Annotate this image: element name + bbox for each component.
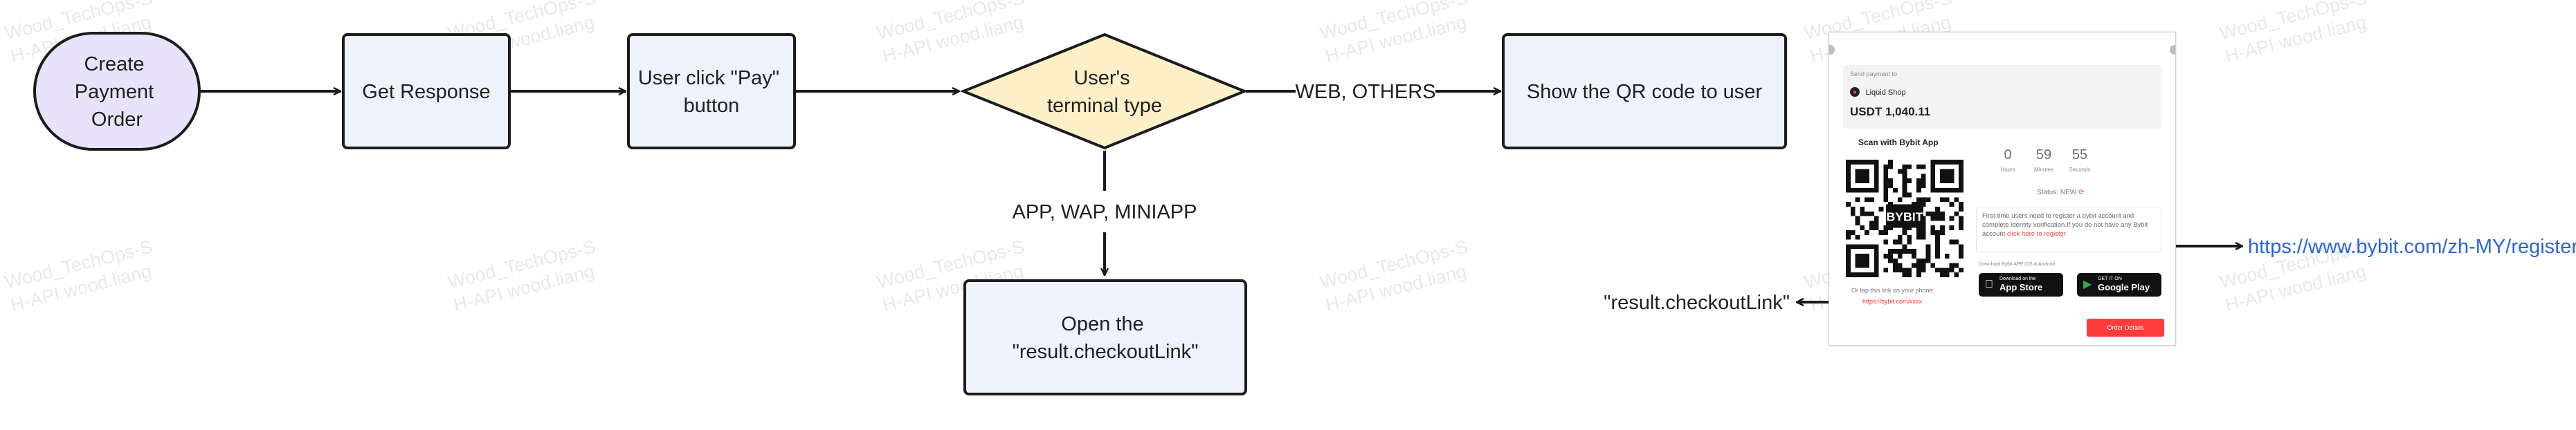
node-get-response (342, 33, 511, 149)
qr-code: BYBIT (1846, 160, 1963, 277)
checkout-page-preview: Send payment to ● Liquid Shop USDT 1,040… (1829, 32, 2176, 346)
payment-amount: USDT 1,040.11 (1850, 105, 1931, 118)
register-info-text: First-time users need to register a bybi… (1982, 212, 2148, 238)
qr-center-logo: BYBIT (1886, 209, 1923, 223)
node-open-line1: Open the (1061, 313, 1143, 335)
apple-icon:  (1985, 279, 1993, 291)
google-play-button[interactable]: ▶ GET IT ON Google Play (2077, 273, 2161, 297)
node-decision-line2: terminal type (1047, 95, 1162, 117)
node-user-click-pay (627, 33, 796, 149)
node-create-payment-order (33, 32, 201, 151)
node-decision-line1: User's (1073, 67, 1130, 89)
corner-dot (2170, 45, 2175, 55)
app-store-text: App Store (1999, 282, 2043, 292)
svg-text:Create Payment Order: Create Payment Order (75, 53, 160, 131)
scan-title: Scan with Bybit App (1858, 138, 1939, 147)
tap-link-text: Or tap this link on your phone: (1851, 287, 1935, 294)
countdown-hours: 0 (2004, 147, 2012, 162)
node-get-response-label: Get Response (362, 81, 490, 103)
annotation-checkout-link: "result.checkoutLink" (1604, 292, 1790, 314)
register-info-link[interactable]: click here to register (2006, 230, 2066, 238)
node-terminal-type-decision (959, 32, 1249, 150)
countdown-minutes-label: Minutes (2033, 167, 2053, 173)
register-link[interactable]: https://www.bybit.com/zh-MY/register (2248, 236, 2576, 258)
download-label: Download Bybit APP iOS & Android (1979, 262, 2055, 267)
node-show-qr-label: Show the QR code to user (1527, 81, 1762, 103)
node-open-checkout-link (963, 279, 1247, 395)
countdown-minutes: 59 (2035, 147, 2052, 162)
shop-logo-icon: ● (1850, 86, 1860, 97)
order-details-button[interactable]: Order Details (2087, 319, 2164, 337)
shop-name: Liquid Shop (1865, 88, 1906, 97)
node-create-line3: Order (91, 109, 143, 131)
send-payment-label: Send payment to (1850, 71, 1898, 77)
node-show-qr (1502, 33, 1787, 149)
order-status: Status: NEW (2037, 189, 2077, 196)
node-click-line1: User click "Pay" (638, 67, 779, 89)
google-play-small-text: GET IT ON (2098, 277, 2122, 281)
app-store-button[interactable]:  Download on the App Store (1979, 273, 2063, 297)
payment-header: Send payment to ● Liquid Shop USDT 1,040… (1843, 65, 2161, 129)
svg-text:User click "Pay" button: User click "Pay" button (638, 67, 785, 117)
node-create-line1: Create (84, 53, 144, 75)
refresh-icon[interactable]: ⟳ (2078, 189, 2085, 196)
edge-label-web-others: WEB, OTHERS (1295, 81, 1435, 103)
edge-label-app-wap-miniapp: APP, WAP, MINIAPP (1012, 201, 1197, 223)
countdown-seconds-label: Seconds (2069, 167, 2091, 173)
corner-dot (1829, 45, 1835, 55)
app-store-small-text: Download on the (1999, 277, 2036, 281)
node-create-line2: Payment (75, 81, 154, 103)
node-open-line2: "result.checkoutLink" (1013, 341, 1199, 363)
svg-text:Open the "result.checkoutL: Open the "result.checkoutLink" (1013, 313, 1199, 363)
node-click-line2: button (684, 95, 740, 117)
tap-link-url[interactable]: https://bybit.com/xxxx (1862, 298, 1923, 305)
google-play-icon: ▶ (2083, 279, 2092, 290)
google-play-text: Google Play (2098, 282, 2150, 292)
countdown-hours-label: Hours (2000, 167, 2015, 173)
countdown-seconds: 55 (2071, 147, 2088, 162)
register-info-box: First-time users need to register a bybi… (1976, 207, 2161, 252)
svg-text:User's terminal type: User's terminal type (1047, 67, 1162, 117)
